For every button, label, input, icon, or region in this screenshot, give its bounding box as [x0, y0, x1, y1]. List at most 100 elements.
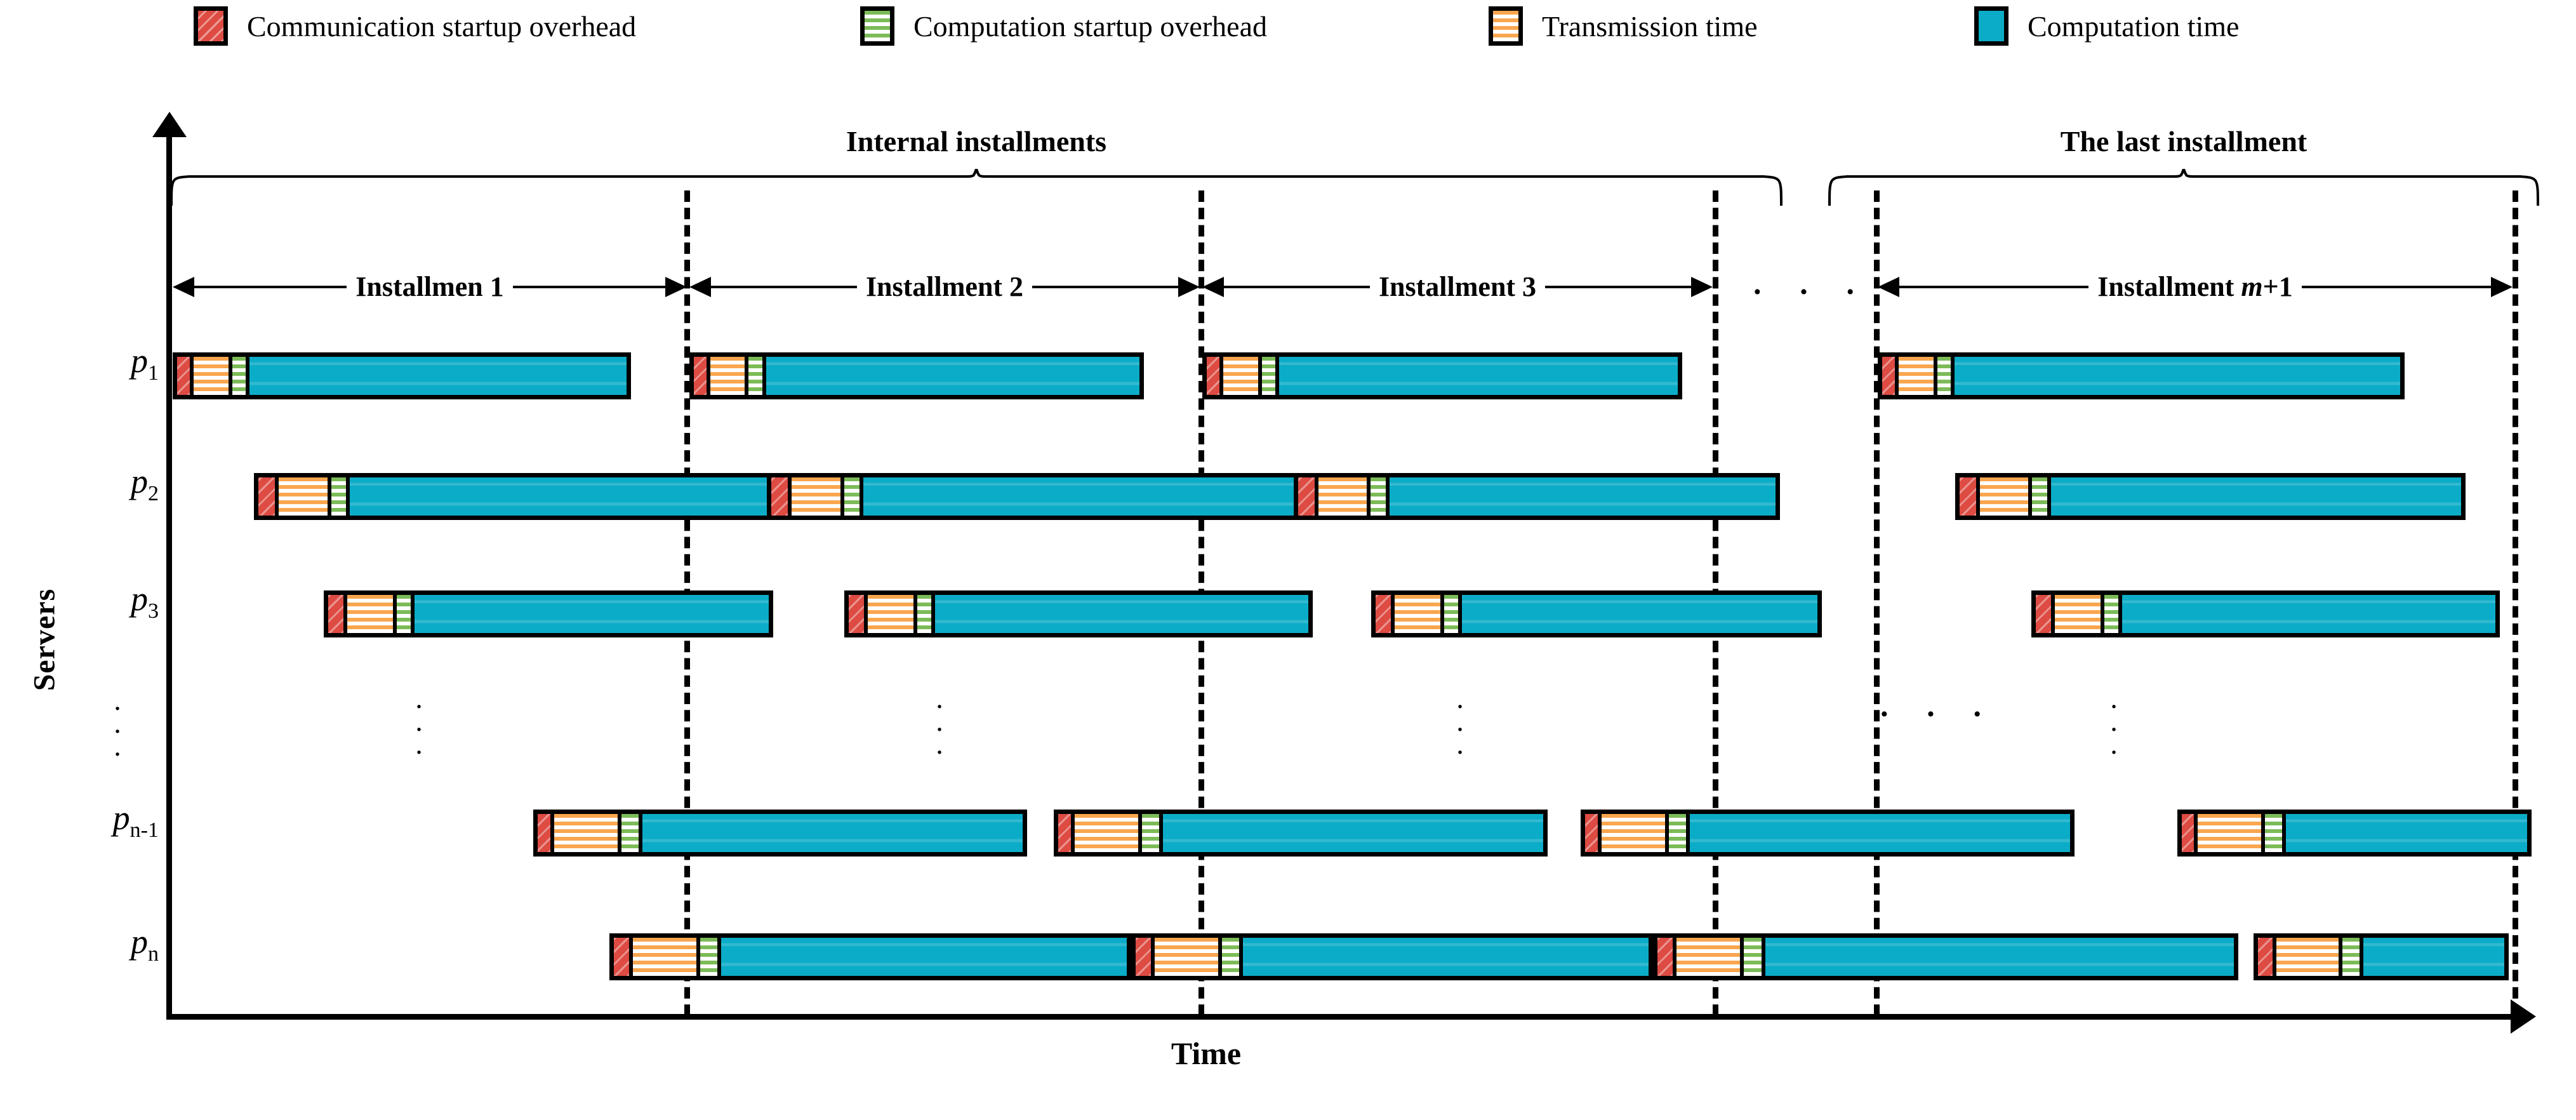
arrow-right-icon: [1691, 277, 1713, 297]
computation-startup-segment: [621, 814, 643, 852]
computation-startup-segment: [748, 357, 767, 395]
communication-startup-segment: [1585, 814, 1602, 852]
installment-separator-5: [2513, 190, 2518, 1016]
server-label-p2: p2: [131, 462, 159, 505]
gantt-bar: [844, 590, 1313, 637]
communication-startup-segment: [849, 595, 868, 633]
transmission-segment: [1223, 357, 1262, 395]
computation-startup-segment: [397, 595, 415, 633]
communication-startup-segment: [258, 477, 279, 516]
arrow-left-icon: [1878, 277, 1899, 297]
transmission-segment: [1154, 938, 1222, 976]
transmission-segment: [867, 595, 918, 633]
gantt-bar: [1955, 473, 2466, 520]
computation-segment: [1690, 814, 2070, 852]
legend-item-3: Transmission time: [1489, 6, 1758, 46]
computation-startup-segment: [1371, 477, 1390, 516]
legend-label: Computation time: [2028, 10, 2240, 43]
arrow-left-icon: [689, 277, 711, 297]
communication-startup-segment: [1882, 357, 1899, 395]
computation-startup-segment: [844, 477, 863, 516]
x-axis-arrow: [2511, 999, 2536, 1034]
communication-startup-segment: [2036, 595, 2055, 633]
communication-startup-segment: [538, 814, 554, 852]
installment-label: Installment 2: [865, 271, 1024, 302]
arrow-right-icon: [2491, 277, 2513, 297]
legend-item-1: Communication startup overhead: [194, 6, 636, 46]
communication-startup-segment: [614, 938, 633, 976]
plot-vertical-ellipsis-3: ···: [1455, 690, 1465, 768]
transmission-segment: [2054, 595, 2105, 633]
computation-segment: [1461, 595, 1817, 633]
installment-range-1: Installmen 1: [173, 271, 687, 302]
gantt-bar: [1581, 810, 2075, 857]
gantt-bar: [609, 933, 1131, 980]
transmission-segment: [791, 477, 845, 516]
gantt-bar: [689, 352, 1144, 399]
transmission-segment: [632, 938, 700, 976]
server-vertical-ellipsis: ···: [112, 692, 123, 770]
communication-startup-segment: [1207, 357, 1223, 395]
brace-label: Internal installments: [846, 125, 1107, 157]
range-line: [2301, 286, 2491, 288]
hatch-diagonal-red-swatch: [194, 6, 228, 46]
gantt-bar: [1371, 590, 1822, 637]
computation-startup-segment: [1221, 938, 1244, 976]
computation-startup-segment: [2104, 595, 2122, 633]
gantt-bar: [2177, 810, 2532, 857]
transmission-segment: [554, 814, 621, 852]
installment-range-2: Installment 2: [689, 271, 1200, 302]
gantt-bar: [1131, 933, 1653, 980]
legend-item-4: Computation time: [1974, 6, 2239, 46]
range-line: [1899, 286, 2089, 288]
computation-startup-segment: [1444, 595, 1462, 633]
gantt-bar: [1054, 810, 1548, 857]
computation-startup-segment: [331, 477, 350, 516]
range-line: [1032, 286, 1178, 288]
legend-label: Communication startup overhead: [247, 10, 637, 43]
transmission-segment: [2198, 814, 2265, 852]
installment-range-4: Installment m+1: [1878, 271, 2513, 302]
hatch-horizontal-orange-swatch: [1489, 6, 1523, 46]
brace-1: [170, 169, 1783, 206]
installment-label: Installment m+1: [2097, 271, 2293, 302]
computation-segment: [2286, 814, 2528, 852]
installment-label: Installmen 1: [355, 271, 504, 302]
transmission-segment: [347, 595, 397, 633]
range-line: [194, 286, 347, 288]
gantt-bar: [1202, 352, 1682, 399]
communication-startup-segment: [328, 595, 347, 633]
computation-segment: [1389, 477, 1776, 516]
gantt-bar: [533, 810, 1027, 857]
computation-segment: [934, 595, 1308, 633]
arrow-left-icon: [173, 277, 194, 297]
arrow-left-icon: [1202, 277, 1224, 297]
gantt-bar: [173, 352, 631, 399]
computation-startup-segment: [1261, 357, 1280, 395]
computation-segment: [414, 595, 769, 633]
computation-segment: [2121, 595, 2495, 633]
legend-item-2: Computation startup overhead: [860, 6, 1267, 46]
computation-startup-segment: [2032, 477, 2051, 516]
computation-startup-segment: [917, 595, 935, 633]
x-axis-title: Time: [1171, 1036, 1242, 1071]
plot-vertical-ellipsis-4: ···: [2109, 690, 2119, 768]
transmission-segment: [1898, 357, 1937, 395]
horizontal-ellipsis-1: · · ·: [1752, 274, 1870, 309]
communication-startup-segment: [1657, 938, 1676, 976]
communication-startup-segment: [694, 357, 710, 395]
communication-startup-segment: [1376, 595, 1395, 633]
communication-startup-segment: [2182, 814, 2198, 852]
computation-startup-segment: [1937, 357, 1955, 395]
range-line: [1224, 286, 1370, 288]
y-axis-line: [166, 130, 172, 1019]
transmission-segment: [1394, 595, 1445, 633]
solid-cyan-swatch: [1974, 6, 2008, 46]
computation-segment: [1243, 938, 1649, 976]
plot-vertical-ellipsis-1: ···: [414, 690, 424, 768]
communication-startup-segment: [1058, 814, 1075, 852]
computation-segment: [2363, 938, 2504, 976]
computation-startup-segment: [700, 938, 722, 976]
